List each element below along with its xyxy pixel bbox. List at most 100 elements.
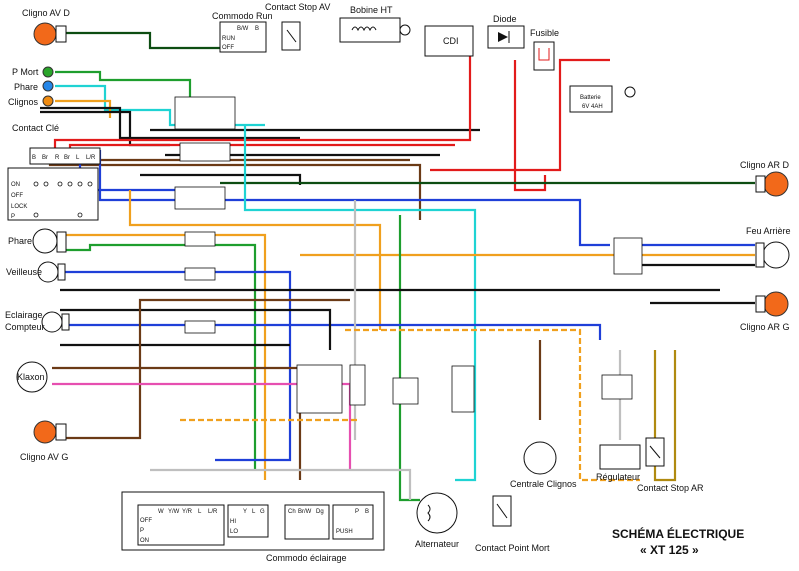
bobine-ht-label: Bobine HT: [350, 5, 393, 15]
cligno-ar-g-label: Cligno AR G: [740, 322, 790, 332]
cle-h6: L/R: [86, 155, 96, 161]
centrale-clignos: Centrale Clignos: [510, 441, 577, 489]
ce-c-h4: L: [198, 509, 202, 515]
cligno-av-g-label: Cligno AV G: [20, 452, 68, 462]
contact-stop-av: Contact Stop AV: [265, 2, 330, 51]
eclairage-label: Eclairage: [5, 310, 43, 320]
wire-black-1: [40, 106, 300, 140]
phare-lamp: Phare: [8, 228, 67, 254]
wire-green-veil: [60, 243, 257, 470]
cligno-ar-g: Cligno AR G: [740, 291, 790, 332]
cle-h1: B: [32, 155, 36, 161]
regulateur-label: Régulateur: [596, 472, 640, 482]
wire-orange-2: [128, 190, 382, 330]
wire-lr: [60, 270, 292, 462]
cle-row-off: OFF: [11, 193, 23, 199]
cligno-av-g: Cligno AV G: [20, 420, 68, 462]
cle-h5: L: [76, 155, 80, 161]
ce-p-r2: LO: [230, 529, 238, 535]
fusible-label: Fusible: [530, 28, 559, 38]
contact-stop-ar-label: Contact Stop AR: [637, 483, 704, 493]
contact-cle: Contact Clé ON OFF LOCK P B Br R Br L L/…: [7, 123, 101, 221]
ce-c-r3: ON: [140, 538, 149, 544]
diode-label: Diode: [493, 14, 517, 24]
alternateur-label: Alternateur: [415, 539, 459, 549]
wire-red-right: [430, 58, 610, 172]
batterie-spec: 6V 4AH: [582, 104, 603, 110]
ce-c-h2: Y/W: [168, 509, 180, 515]
phare-lamp-label: Phare: [14, 82, 38, 92]
cle-row-p: P: [11, 214, 15, 220]
wire-brown-long: [60, 298, 350, 440]
eclairage-compteur: Eclairage Compteur: [5, 310, 70, 333]
ce-k-h1: P: [355, 509, 359, 515]
cle-h4: Br: [64, 155, 70, 161]
ce-p-h1: Y: [243, 509, 247, 515]
run-h2: B: [255, 26, 259, 32]
ce-k-r1: PUSH: [336, 529, 353, 535]
cligno-ar-d: Cligno AR D: [740, 160, 790, 197]
ce-c2-h2: Br/W: [298, 509, 312, 515]
wires: [40, 28, 755, 502]
cdi-label: CDI: [443, 36, 459, 46]
title-line-1: SCHÉMA ÉLECTRIQUE: [612, 526, 744, 541]
ce-c2-h3: Dg: [316, 509, 324, 515]
contact-stop-av-label: Contact Stop AV: [265, 2, 330, 12]
centrale-clignos-label: Centrale Clignos: [510, 479, 577, 489]
wire-orange-clignos: [55, 99, 112, 118]
cdi: CDI: [424, 25, 474, 57]
run-row-off: OFF: [222, 45, 234, 51]
cle-h2: Br: [42, 155, 48, 161]
feu-arriere: Feu Arrière: [746, 226, 791, 269]
run-h1: B/W: [237, 26, 249, 32]
ce-c-r1: OFF: [140, 518, 152, 524]
ce-c-h3: Y/R: [182, 509, 193, 515]
alternateur: Alternateur: [415, 492, 459, 549]
feu-arriere-label: Feu Arrière: [746, 226, 791, 236]
contact-stop-ar: Contact Stop AR: [637, 437, 704, 493]
veilleuse-label: Veilleuse: [6, 267, 42, 277]
wire-green-pmort: [55, 70, 192, 100]
veilleuse-lamp: Veilleuse: [6, 261, 66, 283]
connectors: [174, 96, 643, 414]
ce-p-r1: HI: [230, 519, 236, 525]
commodo-eclairage-label: Commodo éclairage: [266, 553, 347, 563]
batterie-label: Batterie: [580, 95, 601, 101]
ce-k-h2: B: [365, 509, 369, 515]
ce-c-h1: W: [158, 509, 164, 515]
contact-point-mort: Contact Point Mort: [475, 495, 550, 553]
cligno-ar-d-label: Cligno AR D: [740, 160, 790, 170]
ce-p-h2: L: [252, 509, 256, 515]
run-row-run: RUN: [222, 36, 235, 42]
klaxon: Klaxon: [16, 361, 48, 393]
regulateur: Régulateur: [596, 444, 641, 482]
cligno-av-d-label: Cligno AV D: [22, 8, 70, 18]
commodo-run: Commodo Run B/W B RUN OFF: [212, 11, 273, 53]
commodo-eclairage: W Y/W Y/R L L/R OFF P ON Y L G HI LO Ch …: [121, 491, 385, 563]
ce-c2-h1: Ch: [288, 509, 296, 515]
bobine-ht: Bobine HT: [339, 5, 411, 43]
contact-point-mort-label: Contact Point Mort: [475, 543, 550, 553]
compteur-label: Compteur: [5, 322, 45, 332]
cle-row-lock: LOCK: [11, 204, 27, 210]
diode: Diode: [487, 14, 525, 49]
batterie: Batterie 6V 4AH: [569, 85, 636, 113]
wire-black-h5: [60, 308, 332, 350]
ce-c-r2: P: [140, 528, 144, 534]
klaxon-label: Klaxon: [17, 372, 45, 382]
cle-row-on: ON: [11, 182, 20, 188]
wire-blue-comp: [62, 323, 602, 340]
wire-orange-phare: [60, 233, 267, 480]
wire-blue-top: [98, 150, 610, 247]
ce-c-h5: L/R: [208, 509, 218, 515]
phare-label: Phare: [8, 236, 32, 246]
fusible: Fusible: [530, 28, 559, 71]
cle-h3: R: [55, 155, 60, 161]
title-line-2: « XT 125 »: [640, 543, 699, 557]
wire-green-2: [398, 215, 420, 502]
wire-yw-dash: [345, 328, 640, 482]
wire-dg-top: [64, 31, 250, 50]
wire-sb-big: [243, 125, 477, 482]
commodo-run-label: Commodo Run: [212, 11, 273, 21]
